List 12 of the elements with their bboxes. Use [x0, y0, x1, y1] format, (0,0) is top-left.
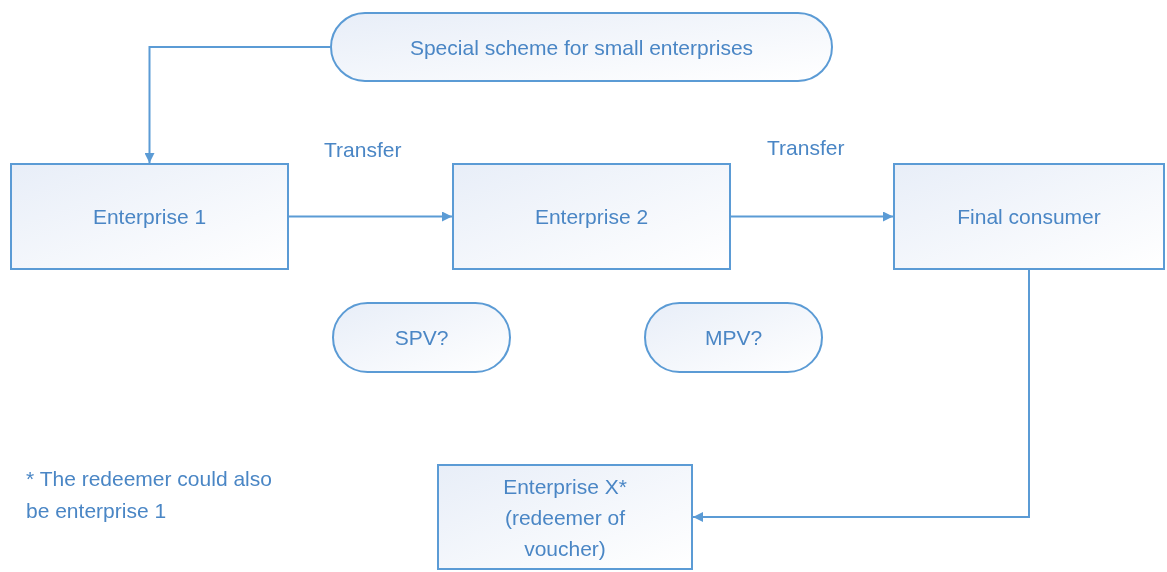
rounded-box: SPV? — [332, 302, 511, 373]
arrow — [288, 211, 453, 222]
process-box: Enterprise X* (redeemer of voucher) — [437, 464, 693, 570]
process-box: Final consumer — [893, 163, 1165, 270]
rounded-box: MPV? — [644, 302, 823, 373]
process-box: Enterprise 1 — [10, 163, 289, 270]
process-box: Enterprise 2 — [452, 163, 731, 270]
rounded-box: Special scheme for small enterprises — [330, 12, 833, 82]
arrow — [730, 211, 894, 222]
arrow — [144, 46, 331, 164]
arrow — [692, 269, 1030, 522]
footnote: * The redeemer could also be enterprise 1 — [26, 466, 273, 524]
